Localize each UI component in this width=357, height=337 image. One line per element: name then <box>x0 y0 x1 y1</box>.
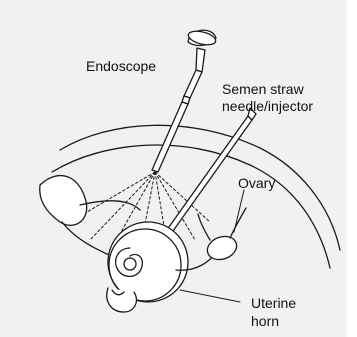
label-semen-straw: Semen straw <box>222 81 304 98</box>
left-tissue-fold <box>40 176 87 226</box>
label-uterine: Uterine <box>251 295 296 312</box>
uterine-horn <box>107 222 218 312</box>
leader-uterine-horn <box>180 290 240 302</box>
label-endoscope: Endoscope <box>86 58 156 75</box>
leader-ovary <box>234 190 244 232</box>
label-horn: horn <box>251 313 279 330</box>
ovary <box>198 208 246 263</box>
endoscope-shaft <box>152 102 188 172</box>
label-ovary: Ovary <box>238 175 275 192</box>
label-needle-injector: needle/injector <box>222 98 313 115</box>
